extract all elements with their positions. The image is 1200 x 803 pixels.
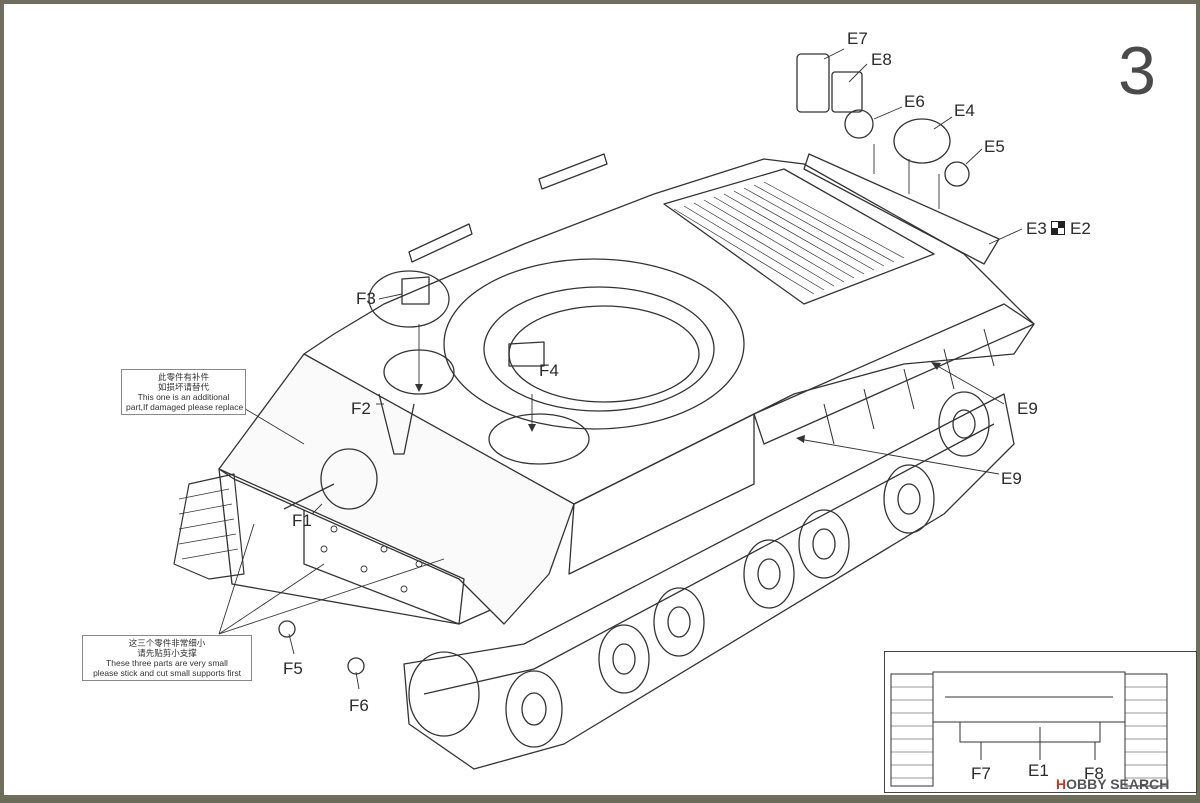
label-e2: E2 (1070, 219, 1091, 238)
hatch-right (488, 413, 590, 465)
lower-front-plate (218, 468, 465, 625)
label-e9-upper: E9 (1017, 399, 1038, 418)
inset-track-links (891, 686, 1167, 779)
part-f4 (508, 341, 545, 367)
side-plate (568, 413, 755, 575)
label-e9-lower: E9 (1001, 469, 1022, 488)
note-small-cn-1: 这三个零件非常细小 (128, 638, 206, 648)
note-spare-part: 此零件有补件 如损坏请替代 This one is an additional … (121, 369, 246, 415)
label-f5: F5 (283, 659, 303, 678)
label-e6: E6 (904, 92, 925, 111)
loose-bracket-2 (408, 223, 473, 263)
note-spare-en-1: This one is an additional (137, 392, 230, 402)
engine-deck (663, 168, 935, 305)
inset-right-track (1124, 673, 1168, 787)
note-small-cn-2: 请先贴剪小支撑 (137, 648, 197, 658)
mantlet-ring (320, 448, 378, 510)
side-brackets (823, 328, 995, 445)
turret-ring-inner (483, 286, 715, 412)
inset-drawing (890, 671, 1168, 787)
part-e7 (796, 53, 830, 113)
track-left-links (178, 488, 239, 560)
label-e5: E5 (984, 137, 1005, 156)
part-f6 (347, 657, 365, 675)
part-e5 (944, 161, 970, 187)
part-f1 (283, 483, 335, 510)
part-f3 (401, 276, 430, 305)
label-f4: F4 (539, 361, 559, 380)
label-e7: E7 (847, 29, 868, 48)
inset-part-e1 (959, 721, 1101, 743)
label-f2: F2 (351, 399, 371, 418)
track-right-inner (423, 423, 995, 695)
note-small-en-2: please stick and cut small supports firs… (93, 668, 241, 678)
front-sprocket (408, 651, 480, 737)
note-small-en-1: These three parts are very small (106, 658, 228, 668)
turret-ring-core (508, 305, 700, 403)
inset-left-track (890, 673, 934, 787)
step-number: 3 (1118, 33, 1156, 109)
rear-fender-e3-e2 (803, 153, 1000, 265)
part-e4 (893, 118, 951, 164)
part-f5 (278, 620, 296, 638)
watermark-suffix: SEARCH (1110, 776, 1170, 792)
label-f8: F8 (1084, 764, 1104, 783)
label-f6: F6 (349, 696, 369, 715)
part-e8 (831, 71, 863, 113)
note-small-parts: 这三个零件非常细小 请先贴剪小支撑 These three parts are … (82, 635, 252, 681)
track-left (173, 473, 245, 580)
label-e8: E8 (871, 50, 892, 69)
track-right (403, 393, 1015, 770)
road-wheels (505, 391, 990, 748)
watermark-brand-red: H (1056, 776, 1067, 792)
part-f2 (378, 393, 415, 455)
note-spare-cn-1: 此零件有补件 (157, 372, 209, 382)
tank-assembly-drawing (173, 48, 1035, 770)
inset-rear-view (884, 651, 1197, 793)
label-f3: F3 (356, 289, 376, 308)
watermark-brand-rest: OBBY (1066, 776, 1107, 792)
label-e3: E3 (1026, 219, 1047, 238)
label-f7: F7 (971, 764, 991, 783)
turret-ring-outer (443, 258, 745, 430)
label-f1: F1 (292, 511, 312, 530)
note-spare-en-2: part,If damaged please replace (126, 402, 244, 412)
engine-grille (673, 181, 905, 295)
label-e4: E4 (954, 101, 975, 120)
note-spare-cn-2: 如损坏请替代 (157, 382, 209, 392)
side-rail (753, 303, 1035, 445)
loose-bracket-1 (538, 153, 608, 190)
periscope-f3 (368, 270, 450, 328)
hobbysearch-watermark: HOBBY SEARCH (1056, 776, 1169, 792)
glue-checker-icon (1051, 221, 1065, 235)
part-e6 (844, 109, 874, 139)
label-e1: E1 (1028, 761, 1049, 780)
